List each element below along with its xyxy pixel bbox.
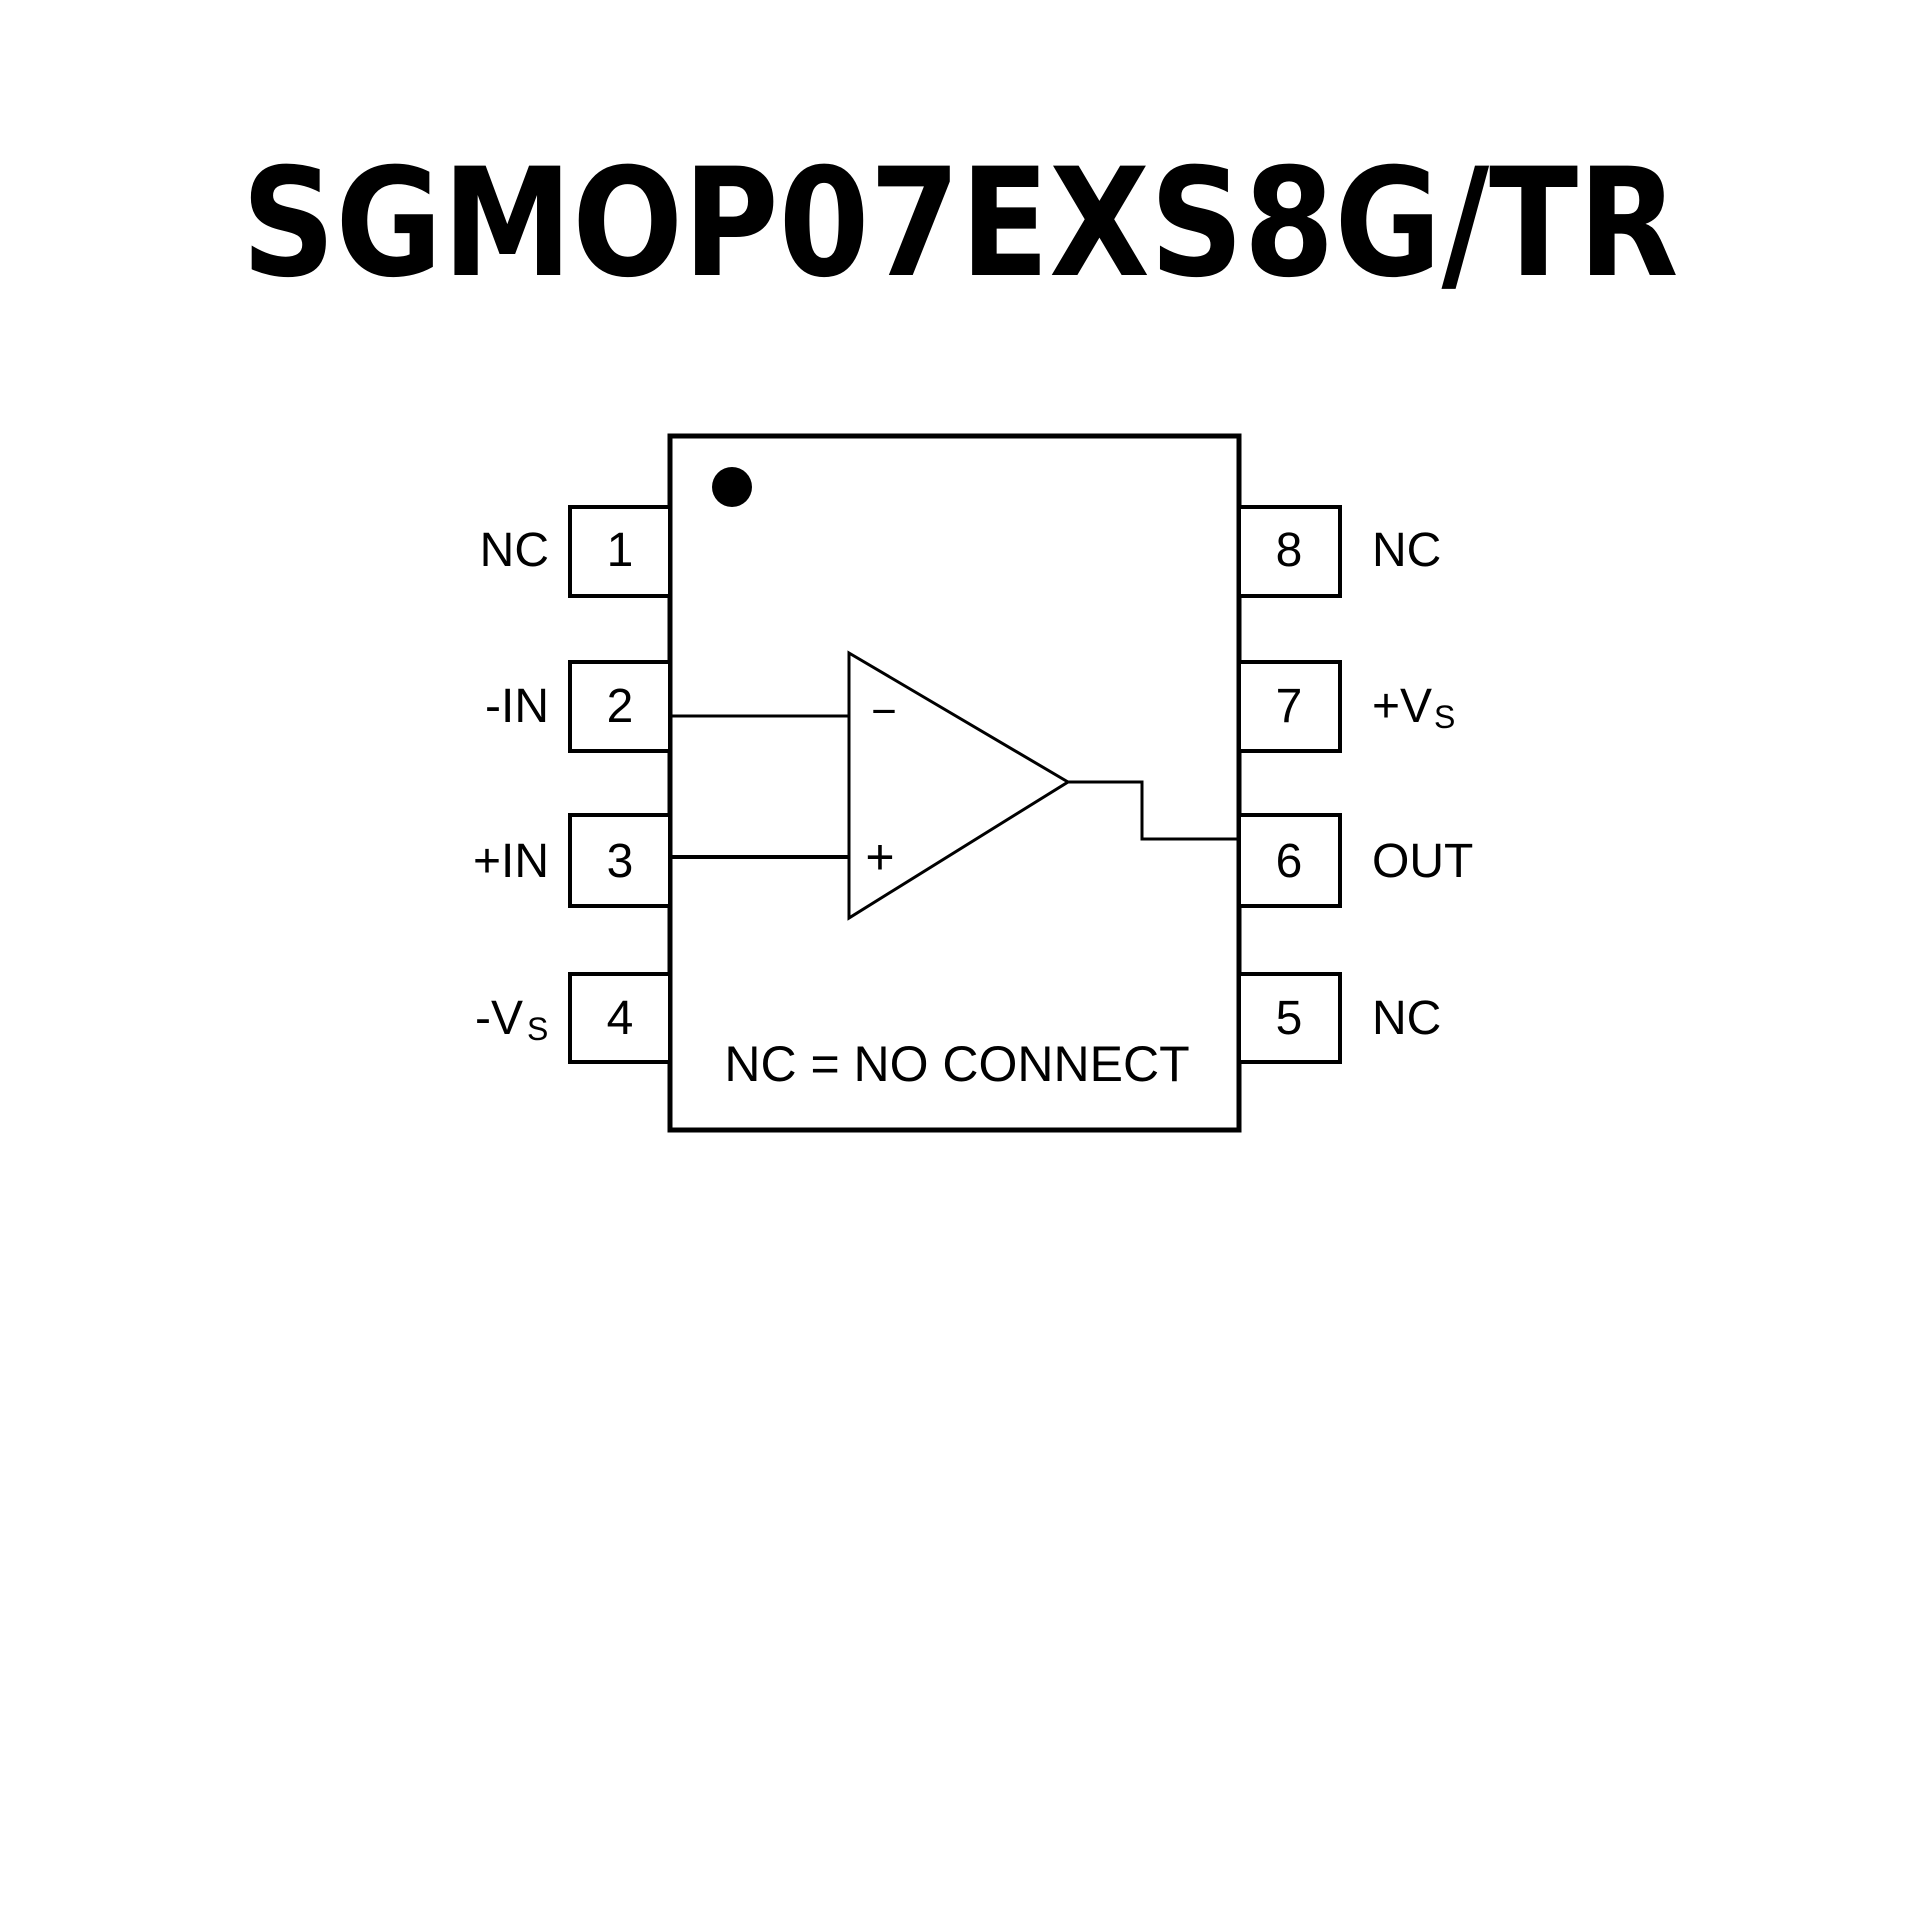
ic-body [667,433,1242,1133]
pin-number: 8 [1276,524,1303,577]
opamp-symbol: − + [672,650,1237,921]
pin-number: 6 [1276,835,1303,888]
pin-5: 5 NC [1237,972,1441,1064]
minus-sign: − [871,687,897,736]
pin-1: 1 NC [480,505,672,598]
pin-number: 3 [607,835,634,888]
pin-label: NC [480,524,549,577]
pin-label-subscript: S [527,1011,548,1047]
pin-3: 3 +IN [473,813,672,908]
pin-label-subscript: S [1434,699,1455,735]
pin-label: NC [1372,992,1441,1045]
pin-number: 2 [607,680,634,733]
left-pins: 1 NC 2 -IN 3 +IN 4 -V S [473,505,672,1064]
pin-label: -IN [485,680,549,733]
pin-2: 2 -IN [485,660,672,753]
pin-7: 7 +V S [1237,660,1455,753]
pin-number: 5 [1276,992,1303,1045]
pin-label: NC [1372,524,1441,577]
pin-label: -V [475,992,523,1045]
output-wire [1068,780,1237,841]
pin-6: 6 OUT [1237,813,1473,908]
no-connect-note: NC = NO CONNECT [724,1036,1189,1092]
right-pins: 8 NC 7 +V S 6 OUT 5 NC [1237,505,1473,1064]
pin-number: 1 [607,524,634,577]
pin-label: +IN [473,835,549,888]
opamp-triangle [847,650,1071,921]
pin-8: 8 NC [1237,505,1441,598]
part-number-title: SGMOP07EXS8G/TR [242,137,1679,311]
pin-number: 7 [1276,680,1303,733]
pin-number: 4 [607,992,634,1045]
pin-4: 4 -V S [475,972,672,1064]
pin-label: +V [1372,680,1432,733]
plus-sign: + [865,829,894,885]
pin1-indicator-dot [712,467,752,507]
pin-label: OUT [1372,835,1473,888]
